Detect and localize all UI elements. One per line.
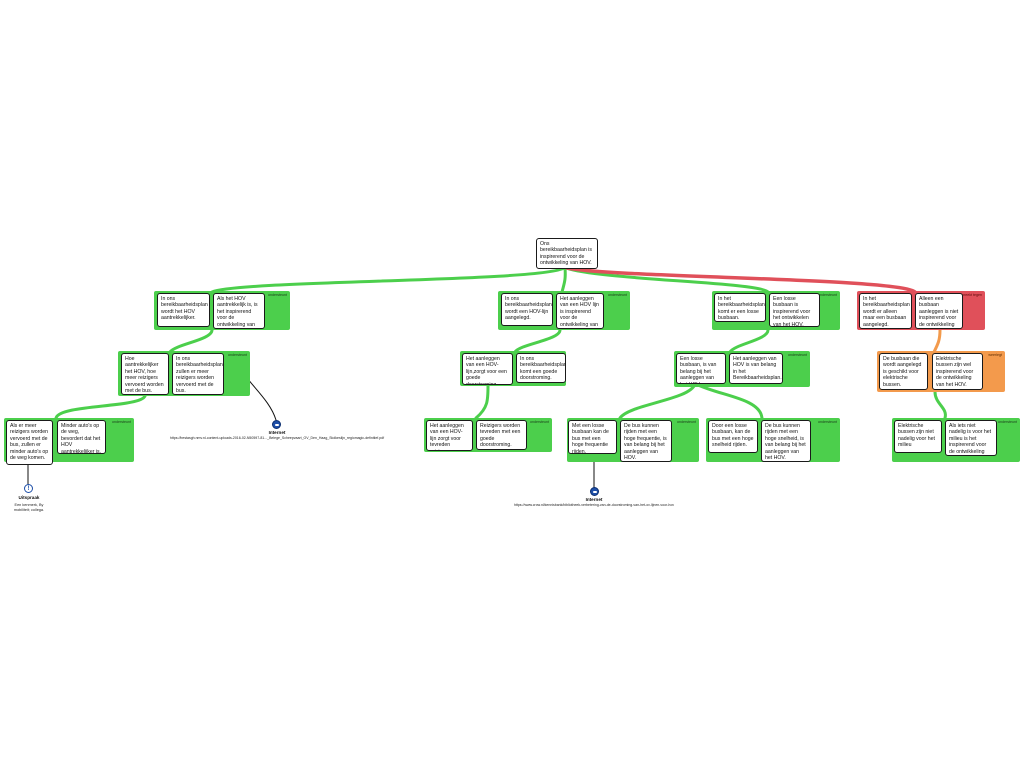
branch3-subB-premise-a[interactable]: Door een losse busbaan, kan de bus met e… — [708, 420, 758, 453]
branch4-subsub-premise-a[interactable]: Elektrische bussen zijn niet nadelig voo… — [894, 420, 942, 453]
statement-source-text-1: Een kenmerk, By — [14, 503, 44, 507]
link-root-branch2 — [560, 266, 567, 294]
branch1-sub-relation: ondersteunt — [228, 353, 247, 357]
branch2-sub-premise-b[interactable]: In ons bereikbaarheidsplan komt een goed… — [516, 353, 566, 383]
link-b4-sub — [932, 328, 942, 354]
branch2-subsub-premise-a[interactable]: Het aanleggen van een HOV- lijn zorgt vo… — [426, 420, 473, 451]
branch3-subA-premise-b[interactable]: De bus kunnen rijden met een hoge freque… — [620, 420, 672, 462]
branch3-sub-premise-a[interactable]: Een losse busbaan, is van belang bij het… — [676, 353, 726, 384]
branch4-premise-b[interactable]: Alleen een busbaan aanleggen is niet ins… — [915, 293, 963, 329]
statement-source-text-2: mobiliteit; collega. — [13, 508, 45, 512]
branch3-premise-b[interactable]: Een losse busbaan is inspirerend voor he… — [769, 293, 820, 327]
branch2-sub-premise-a[interactable]: Het aanleggen van een HOV-lijn,zorgt voo… — [462, 353, 513, 385]
link-root-branch3 — [564, 266, 770, 294]
internet-source-icon[interactable] — [272, 420, 281, 429]
statement-source-title: Uitspraak — [18, 495, 40, 500]
branch1-subsub-relation: ondersteunt — [112, 420, 131, 424]
internet-source-title-1: Internet — [268, 430, 286, 435]
branch2-relation: ondersteunt — [608, 293, 627, 297]
link-b4-subsub — [933, 390, 947, 420]
root-claim[interactable]: Ons bereikbaarheidsplan is inspirerend v… — [536, 238, 598, 269]
branch3-premise-a[interactable]: In het bereikbaarheidsplan komt er een l… — [714, 293, 766, 322]
link-b2-sub — [513, 328, 562, 354]
branch4-sub-premise-a[interactable]: De busbaan die wordt aangelegd is geschi… — [879, 353, 928, 390]
link-b3-sub — [728, 328, 770, 354]
branch2-subsub-premise-b[interactable]: Reizigers worden tevreden met een goede … — [476, 420, 527, 450]
link-root-branch1 — [210, 266, 566, 294]
branch1-subsub-premise-a[interactable]: Als er meer reizigers worden vervoerd me… — [6, 420, 53, 465]
branch4-sub-relation: weerlegt — [988, 353, 1002, 357]
branch4-subsub-relation: ondersteunt — [998, 420, 1017, 424]
branch1-sub-premise-a[interactable]: Hoe aantrekkelijker het HOV, hoe meer re… — [121, 353, 169, 395]
branch2-premise-b[interactable]: Het aanleggen van een HOV lijn is inspir… — [556, 293, 604, 329]
link-b2-subsub — [474, 384, 490, 420]
branch1-sub-premise-b[interactable]: In ons bereikbaarheidsplan zullen er mee… — [172, 353, 224, 395]
internet-source-url-2[interactable]: https://www.crow.nl/kennisbank/bibliothe… — [513, 503, 675, 507]
internet-source-title-2: Internet — [585, 497, 603, 502]
branch4-premise-a[interactable]: In het bereikbaarheidsplan wordt er alle… — [859, 293, 912, 329]
branch1-subsub-premise-b[interactable]: Minder auto's op de weg, bevordert dat h… — [57, 420, 106, 454]
branch3-subA-premise-a[interactable]: Met een losse busbaan kan de bus met een… — [568, 420, 617, 454]
link-b3-subA — [618, 382, 697, 420]
branch2-premise-a[interactable]: In ons bereikbaarheidsplan wordt een HOV… — [501, 293, 553, 326]
branch1-premise-a[interactable]: In ons bereikbaarheidsplan wordt het HOV… — [157, 293, 210, 327]
branch3-subB-relation: ondersteunt — [818, 420, 837, 424]
branch3-subB-premise-b[interactable]: De bus kunnen rijden met een hoge snelhe… — [761, 420, 811, 462]
internet-source-icon[interactable] — [590, 487, 599, 496]
link-b3-subB — [694, 382, 764, 420]
link-root-branch4 — [565, 266, 917, 294]
link-b1-sub — [168, 328, 214, 354]
branch2-subsub-relation: ondersteunt — [530, 420, 549, 424]
branch3-sub-premise-b[interactable]: Het aanleggen van HOV is van belang in h… — [729, 353, 783, 384]
branch4-subsub-premise-b[interactable]: Als iets niet nadelig is voor het milieu… — [945, 420, 997, 456]
branch1-relation: ondersteunt — [268, 293, 287, 297]
statement-source-icon[interactable] — [24, 484, 33, 493]
branch3-subA-relation: ondersteunt — [677, 420, 696, 424]
internet-source-url-1[interactable]: https://bestasgh.nmv.nl-content-uploads-… — [169, 436, 385, 440]
branch3-relation: ondersteunt — [818, 293, 837, 297]
branch4-sub-premise-b[interactable]: Elektrische bussen zijn wel inspirerend … — [932, 353, 983, 390]
branch1-premise-b[interactable]: Als het HOV aantrekkelijk is, is het ins… — [213, 293, 265, 329]
branch4-relation: spreekt tegen — [960, 293, 982, 297]
link-b1-subsub — [54, 394, 147, 420]
branch3-sub-relation: ondersteunt — [788, 353, 807, 357]
